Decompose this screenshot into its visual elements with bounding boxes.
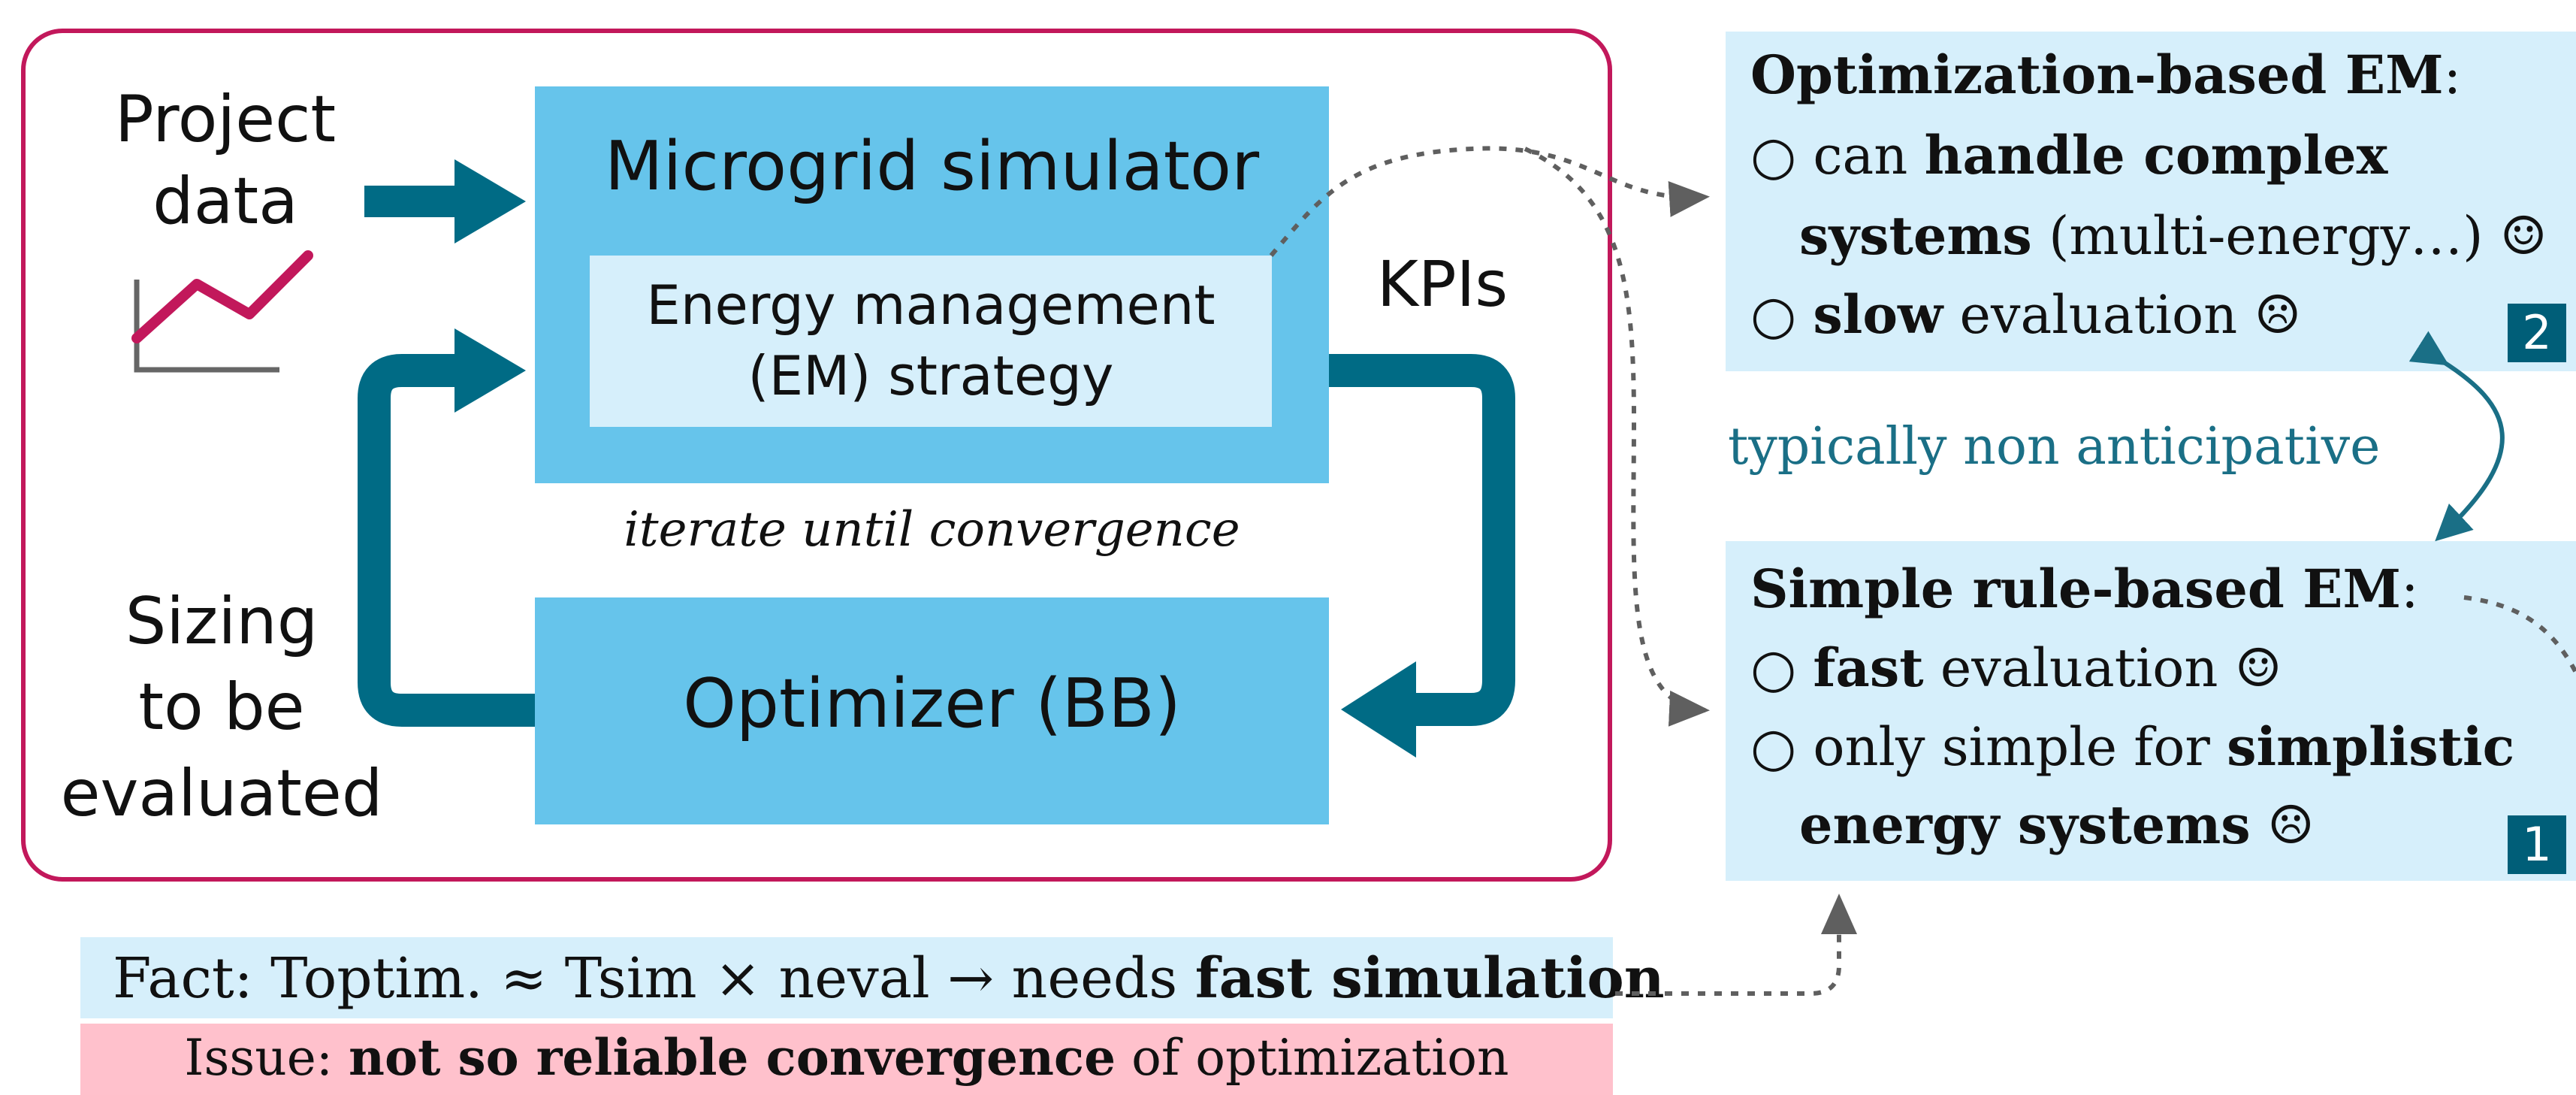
iterate-label: iterate until convergence bbox=[624, 502, 1240, 558]
rule-em-panel bbox=[1726, 541, 2576, 881]
optimization-em-line1: ○ can handle complex bbox=[1750, 124, 2388, 186]
optimization-em-line2: systems (multi-energy…) ☺ bbox=[1799, 204, 2547, 267]
rule-em-title: Simple rule-based EM: bbox=[1750, 558, 2419, 620]
optimizer-label: Optimizer (BB) bbox=[683, 664, 1181, 743]
issue-text: Issue: not so reliable convergence of op… bbox=[184, 1028, 1509, 1087]
non-anticipative-label: typically non anticipative bbox=[1728, 417, 2381, 476]
rule-em-line2: ○ only simple for simplistic bbox=[1750, 715, 2515, 778]
fact-bar bbox=[80, 937, 1613, 1018]
sizing-label: Sizing to be evaluated bbox=[60, 584, 383, 831]
project-data-label: Project data bbox=[114, 82, 337, 240]
optimizer-block bbox=[535, 597, 1329, 824]
kpis-label: KPIs bbox=[1376, 247, 1508, 321]
em-strategy-box bbox=[590, 256, 1272, 427]
fact-text: Fact: Toptim. ≈ Tsim × neval → needs fas… bbox=[113, 946, 1665, 1011]
microgrid-simulator-label: Microgrid simulator bbox=[604, 127, 1260, 206]
non-anticipative-arrow bbox=[2408, 331, 2505, 542]
rule-em-line1: ○ fast evaluation ☺ bbox=[1750, 637, 2282, 699]
issue-bar bbox=[80, 1024, 1613, 1095]
em-strategy-label: Energy management (EM) strategy bbox=[646, 274, 1216, 407]
optimization-em-panel bbox=[1726, 32, 2576, 371]
optimization-em-badge: 2 bbox=[2508, 304, 2566, 362]
rule-em-line3: energy systems ☹ bbox=[1799, 794, 2315, 856]
rule-em-badge: 1 bbox=[2508, 815, 2566, 874]
optimization-em-line3: ○ slow evaluation ☹ bbox=[1750, 283, 2302, 346]
optimization-em-title: Optimization-based EM: bbox=[1750, 44, 2462, 106]
